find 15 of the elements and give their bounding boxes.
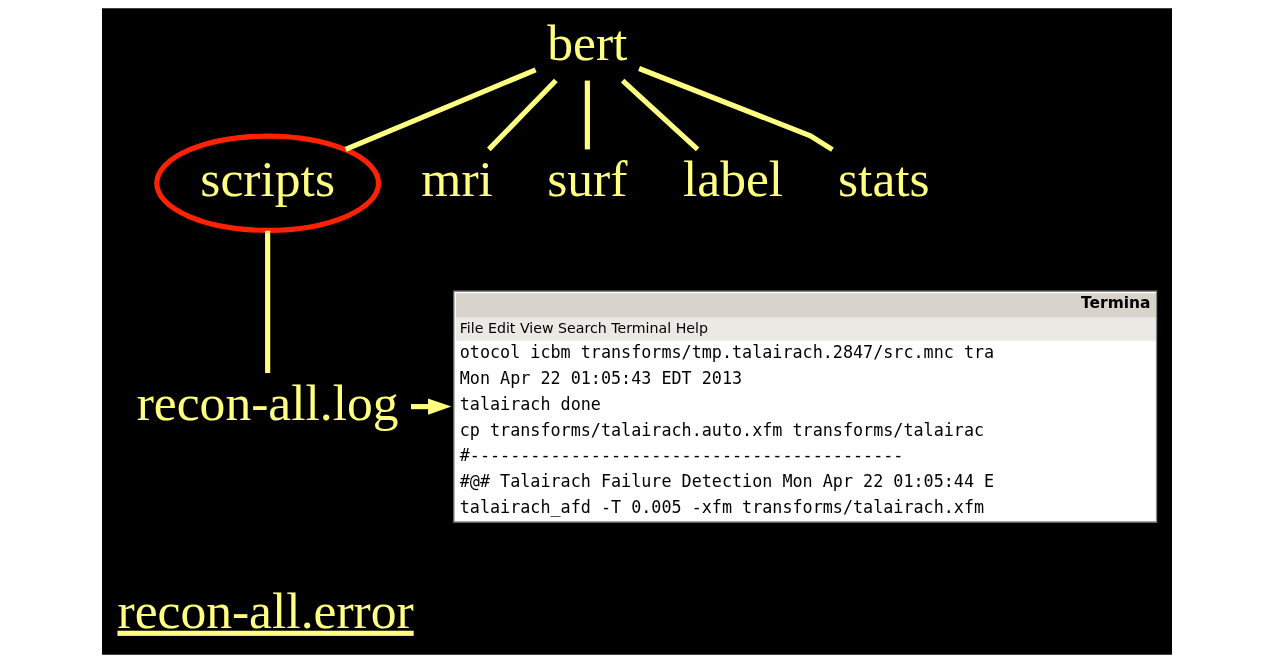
node-text: stats — [838, 150, 930, 208]
label: recon-all.error — [117, 581, 414, 639]
node-ellipse: scripts — [154, 133, 382, 233]
node-text: mri — [421, 150, 493, 208]
node-text: recon-all.log — [136, 373, 399, 431]
connector — [638, 66, 834, 152]
connector — [344, 67, 537, 152]
connector — [620, 78, 700, 152]
connector — [487, 78, 558, 152]
node-text: surf — [547, 150, 628, 208]
connector — [265, 230, 271, 374]
connector — [584, 80, 590, 150]
node-text: bert — [547, 13, 628, 71]
arrow — [411, 398, 452, 415]
node-text: label — [682, 150, 784, 208]
